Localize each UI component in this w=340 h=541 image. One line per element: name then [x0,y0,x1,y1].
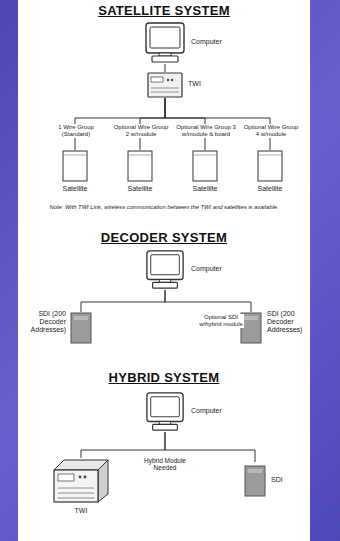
computer-icon: Computer [144,22,186,64]
sdi-box: SDI (200 Decoder Addresses) [70,312,92,344]
wire-label: Optional Wire Group 4 w/module [242,124,300,138]
node-label: Satellite [193,185,218,193]
note-text: Note: With TWI Link, wireless communicat… [24,204,304,211]
node-label: SDI (200 Decoder Addresses) [24,310,66,334]
device-outline [52,458,110,504]
node-label: Satellite [128,185,153,193]
twi-box: TWI [147,72,183,98]
device-outline [70,312,92,344]
wire-label: Optional Wire Group 3 w/module & board [175,124,237,138]
wire-connector [165,290,251,312]
node-label: Computer [191,265,222,273]
wire-label: Optional Wire Group 2 w/module [111,124,171,138]
wire-connector [165,64,166,72]
satellite-box: Satellite [257,150,283,182]
computer-icon: Computer [144,250,186,290]
device-outline [147,72,183,98]
device-outline [127,150,153,182]
satellite-box: Satellite [127,150,153,182]
device-outline [244,462,266,500]
wire-connector [81,432,165,458]
node-label: TWI [188,80,201,88]
node-label: Satellite [258,185,283,193]
computer-icon: Computer [144,392,186,432]
section-heading: DECODER SYSTEM [18,230,310,245]
satellite-box: Satellite [192,150,218,182]
note-text: Hybrid Module Needed [140,457,190,472]
node-label: SDI (200 Decoder Addresses) [267,310,309,334]
device-outline [144,250,186,290]
device-outline [192,150,218,182]
node-label: SDI [271,476,283,484]
section-heading: HYBRID SYSTEM [18,370,310,385]
device-outline [257,150,283,182]
device-outline [62,150,88,182]
satellite-box: Satellite [62,150,88,182]
wire-connector [81,290,165,312]
sdi-box: SDI [244,462,266,500]
node-label: Computer [191,38,222,46]
node-label: TWI [75,507,88,515]
device-outline [144,22,186,64]
twi-box: TWI [52,458,110,504]
section-heading: SATELLITE SYSTEM [18,3,310,18]
wire-label: 1 Wire Group (Standard) [46,124,106,138]
wire-label: Optional SDI w/hybrid module [198,314,244,328]
node-label: Satellite [63,185,88,193]
node-label: Computer [191,407,222,415]
device-outline [144,392,186,432]
